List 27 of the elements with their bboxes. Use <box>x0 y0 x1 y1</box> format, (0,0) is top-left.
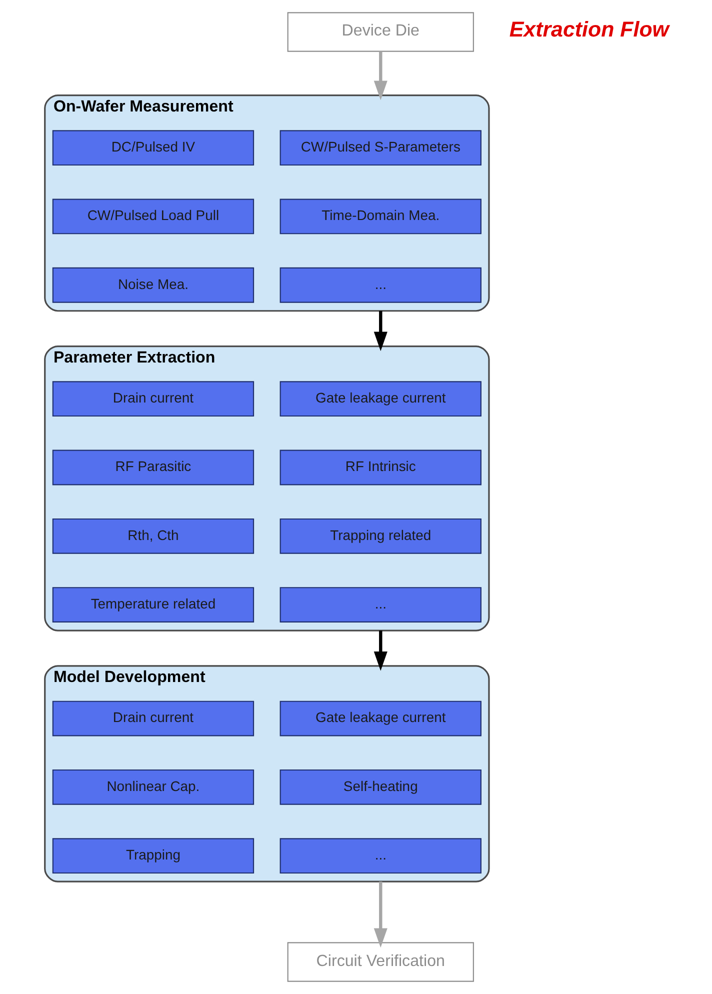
label: Extraction Flow <box>508 17 668 42</box>
node-box: Trapping <box>52 838 254 874</box>
node-box: Nonlinear Cap. <box>52 769 254 805</box>
node-box: Trapping related <box>279 518 481 554</box>
node-box: CW/Pulsed S-Parameters <box>279 130 481 166</box>
node-box: Circuit Verification <box>286 942 474 982</box>
node-box: Temperature related <box>52 587 254 623</box>
node-box: Time-Domain Mea. <box>279 198 481 234</box>
arrow <box>373 630 387 671</box>
node-box: ... <box>279 267 481 303</box>
node-box: CW/Pulsed Load Pull <box>52 198 254 234</box>
node-box: Drain current <box>52 381 254 417</box>
node-box: Device Die <box>286 12 474 52</box>
node-box: Noise Mea. <box>52 267 254 303</box>
node-box: ... <box>279 838 481 874</box>
arrow <box>373 51 387 100</box>
node-box: RF Intrinsic <box>279 450 481 486</box>
node-box: Gate leakage current <box>279 700 481 736</box>
node-box: RF Parasitic <box>52 450 254 486</box>
node-box: DC/Pulsed IV <box>52 130 254 166</box>
node-box: Self-heating <box>279 769 481 805</box>
arrow <box>373 310 387 352</box>
node-box: Gate leakage current <box>279 381 481 417</box>
node-box: Drain current <box>52 700 254 736</box>
node-box: Rth, Cth <box>52 518 254 554</box>
arrow <box>373 882 387 948</box>
node-box: ... <box>279 587 481 623</box>
